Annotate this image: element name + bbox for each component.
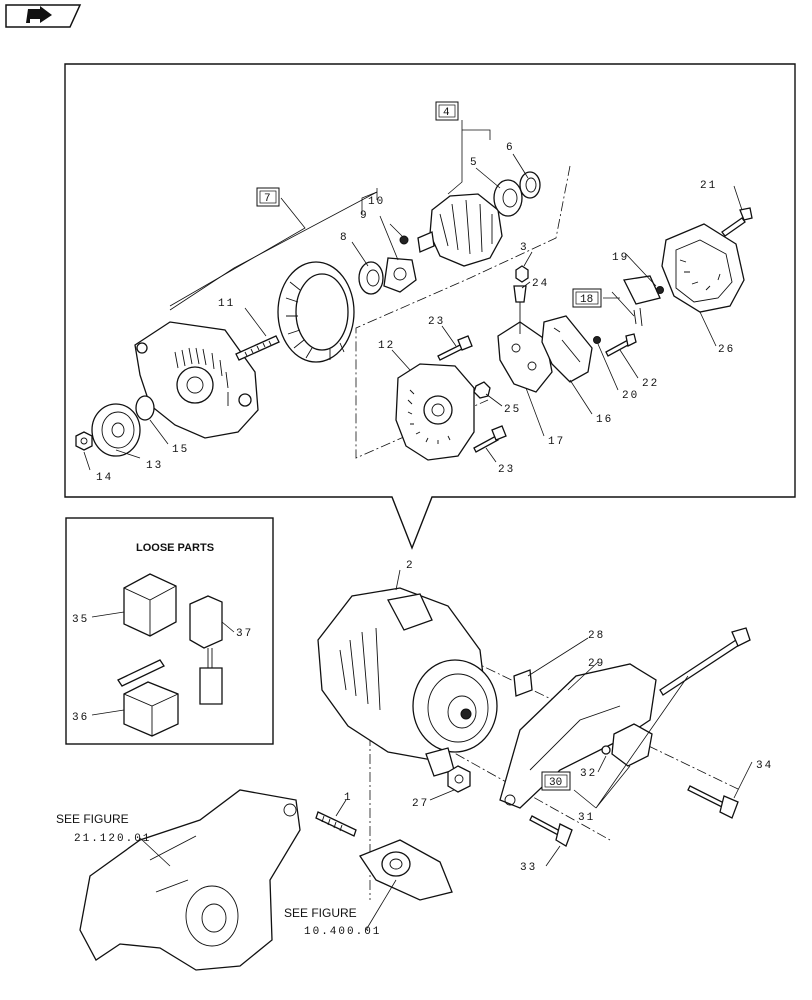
callout-3: 3	[520, 242, 529, 254]
callout-box-30	[541, 771, 571, 791]
callout-10: 10	[368, 196, 385, 208]
retainer-plate-part	[383, 257, 417, 293]
adjusting-bracket-part	[499, 663, 657, 809]
nut-27-part	[447, 765, 471, 793]
callout-32: 32	[580, 768, 597, 780]
callout-33: 33	[520, 862, 537, 874]
loose-part-36	[117, 659, 179, 737]
callout-1: 1	[344, 792, 353, 804]
callout-26: 26	[718, 344, 735, 356]
callout-box-7	[256, 187, 280, 207]
rectifier-part	[497, 321, 553, 393]
pulley-part	[91, 403, 141, 457]
callout-19: 19	[612, 252, 629, 264]
callout-24: 24	[532, 278, 549, 290]
callout-4: 4	[443, 107, 450, 119]
callout-18: 18	[580, 294, 593, 306]
rear-cover-part	[661, 223, 745, 313]
screw-19-part	[656, 286, 664, 294]
long-bolt-part	[659, 627, 751, 696]
callout-34: 34	[756, 760, 773, 772]
bearing-8-part	[358, 261, 384, 295]
callout-2: 2	[406, 560, 415, 572]
callout-30: 30	[549, 777, 562, 789]
exploded-view-frame	[64, 63, 796, 550]
alternator-assembly	[317, 587, 498, 777]
leader-lines	[83, 120, 753, 931]
callout-14: 14	[96, 472, 113, 484]
callout-22: 22	[642, 378, 659, 390]
nut-14-part	[75, 431, 93, 451]
callout-35: 35	[72, 614, 89, 626]
callout-21: 21	[700, 180, 717, 192]
bearing-5-part	[493, 179, 523, 217]
spacer-part	[135, 395, 155, 421]
engine-bracket-part	[79, 789, 301, 971]
callout-23-upper: 23	[428, 316, 445, 328]
callout-5: 5	[470, 157, 479, 169]
brush-holder-part	[623, 275, 661, 327]
rotor-part	[417, 193, 503, 267]
callout-36: 36	[72, 712, 89, 724]
callout-6: 6	[506, 142, 515, 154]
bolt-23-lower-part	[473, 425, 507, 453]
reference-link-bottom[interactable]: 10.400.01	[304, 926, 381, 938]
callout-11: 11	[218, 298, 235, 310]
callout-12: 12	[378, 340, 395, 352]
callout-28: 28	[588, 630, 605, 642]
loose-part-35	[123, 573, 177, 637]
callout-31: 31	[578, 812, 595, 824]
screw-20-part	[593, 336, 601, 344]
bolt-21-part	[721, 207, 753, 237]
callout-23-lower: 23	[498, 464, 515, 476]
ring-6-part	[519, 171, 541, 199]
callout-37: 37	[236, 628, 253, 640]
callout-27: 27	[412, 798, 429, 810]
stud-1-part	[315, 811, 357, 837]
screw-10-part	[399, 235, 409, 245]
callout-9: 9	[360, 210, 369, 222]
callout-16: 16	[596, 414, 613, 426]
stud-11-part	[235, 335, 280, 361]
callout-8: 8	[340, 232, 349, 244]
see-figure-label-left: SEE FIGURE	[56, 812, 129, 826]
callout-7: 7	[264, 193, 271, 205]
loose-part-37	[189, 595, 223, 705]
washer-32-part	[601, 745, 611, 755]
adjusting-block-part	[611, 723, 653, 767]
front-housing-part	[134, 321, 259, 439]
spacer-28-part	[513, 669, 533, 697]
stator-part	[277, 261, 355, 363]
bolt-23-upper-part	[437, 335, 473, 361]
callout-13: 13	[146, 460, 163, 472]
see-figure-label-bottom: SEE FIGURE	[284, 906, 357, 920]
loose-parts-frame	[65, 517, 274, 745]
nut-3-part	[515, 265, 529, 283]
back-arrow-icon[interactable]	[5, 4, 82, 28]
callout-25: 25	[504, 404, 521, 416]
callout-20: 20	[622, 390, 639, 402]
callout-15: 15	[172, 444, 189, 456]
callout-box-4	[435, 101, 459, 121]
reference-link-left[interactable]: 21.120.01	[74, 833, 151, 845]
rear-housing-part	[395, 363, 475, 461]
loose-parts-title: LOOSE PARTS	[136, 542, 214, 554]
pump-part	[359, 839, 453, 901]
callout-29: 29	[588, 658, 605, 670]
regulator-part	[541, 315, 593, 383]
callout-17: 17	[548, 436, 565, 448]
terminal-24-part	[513, 285, 527, 334]
bolt-34-part	[687, 785, 739, 819]
bolt-22-part	[605, 333, 637, 357]
bolt-33-part	[529, 815, 573, 847]
callout-box-18	[572, 288, 602, 308]
